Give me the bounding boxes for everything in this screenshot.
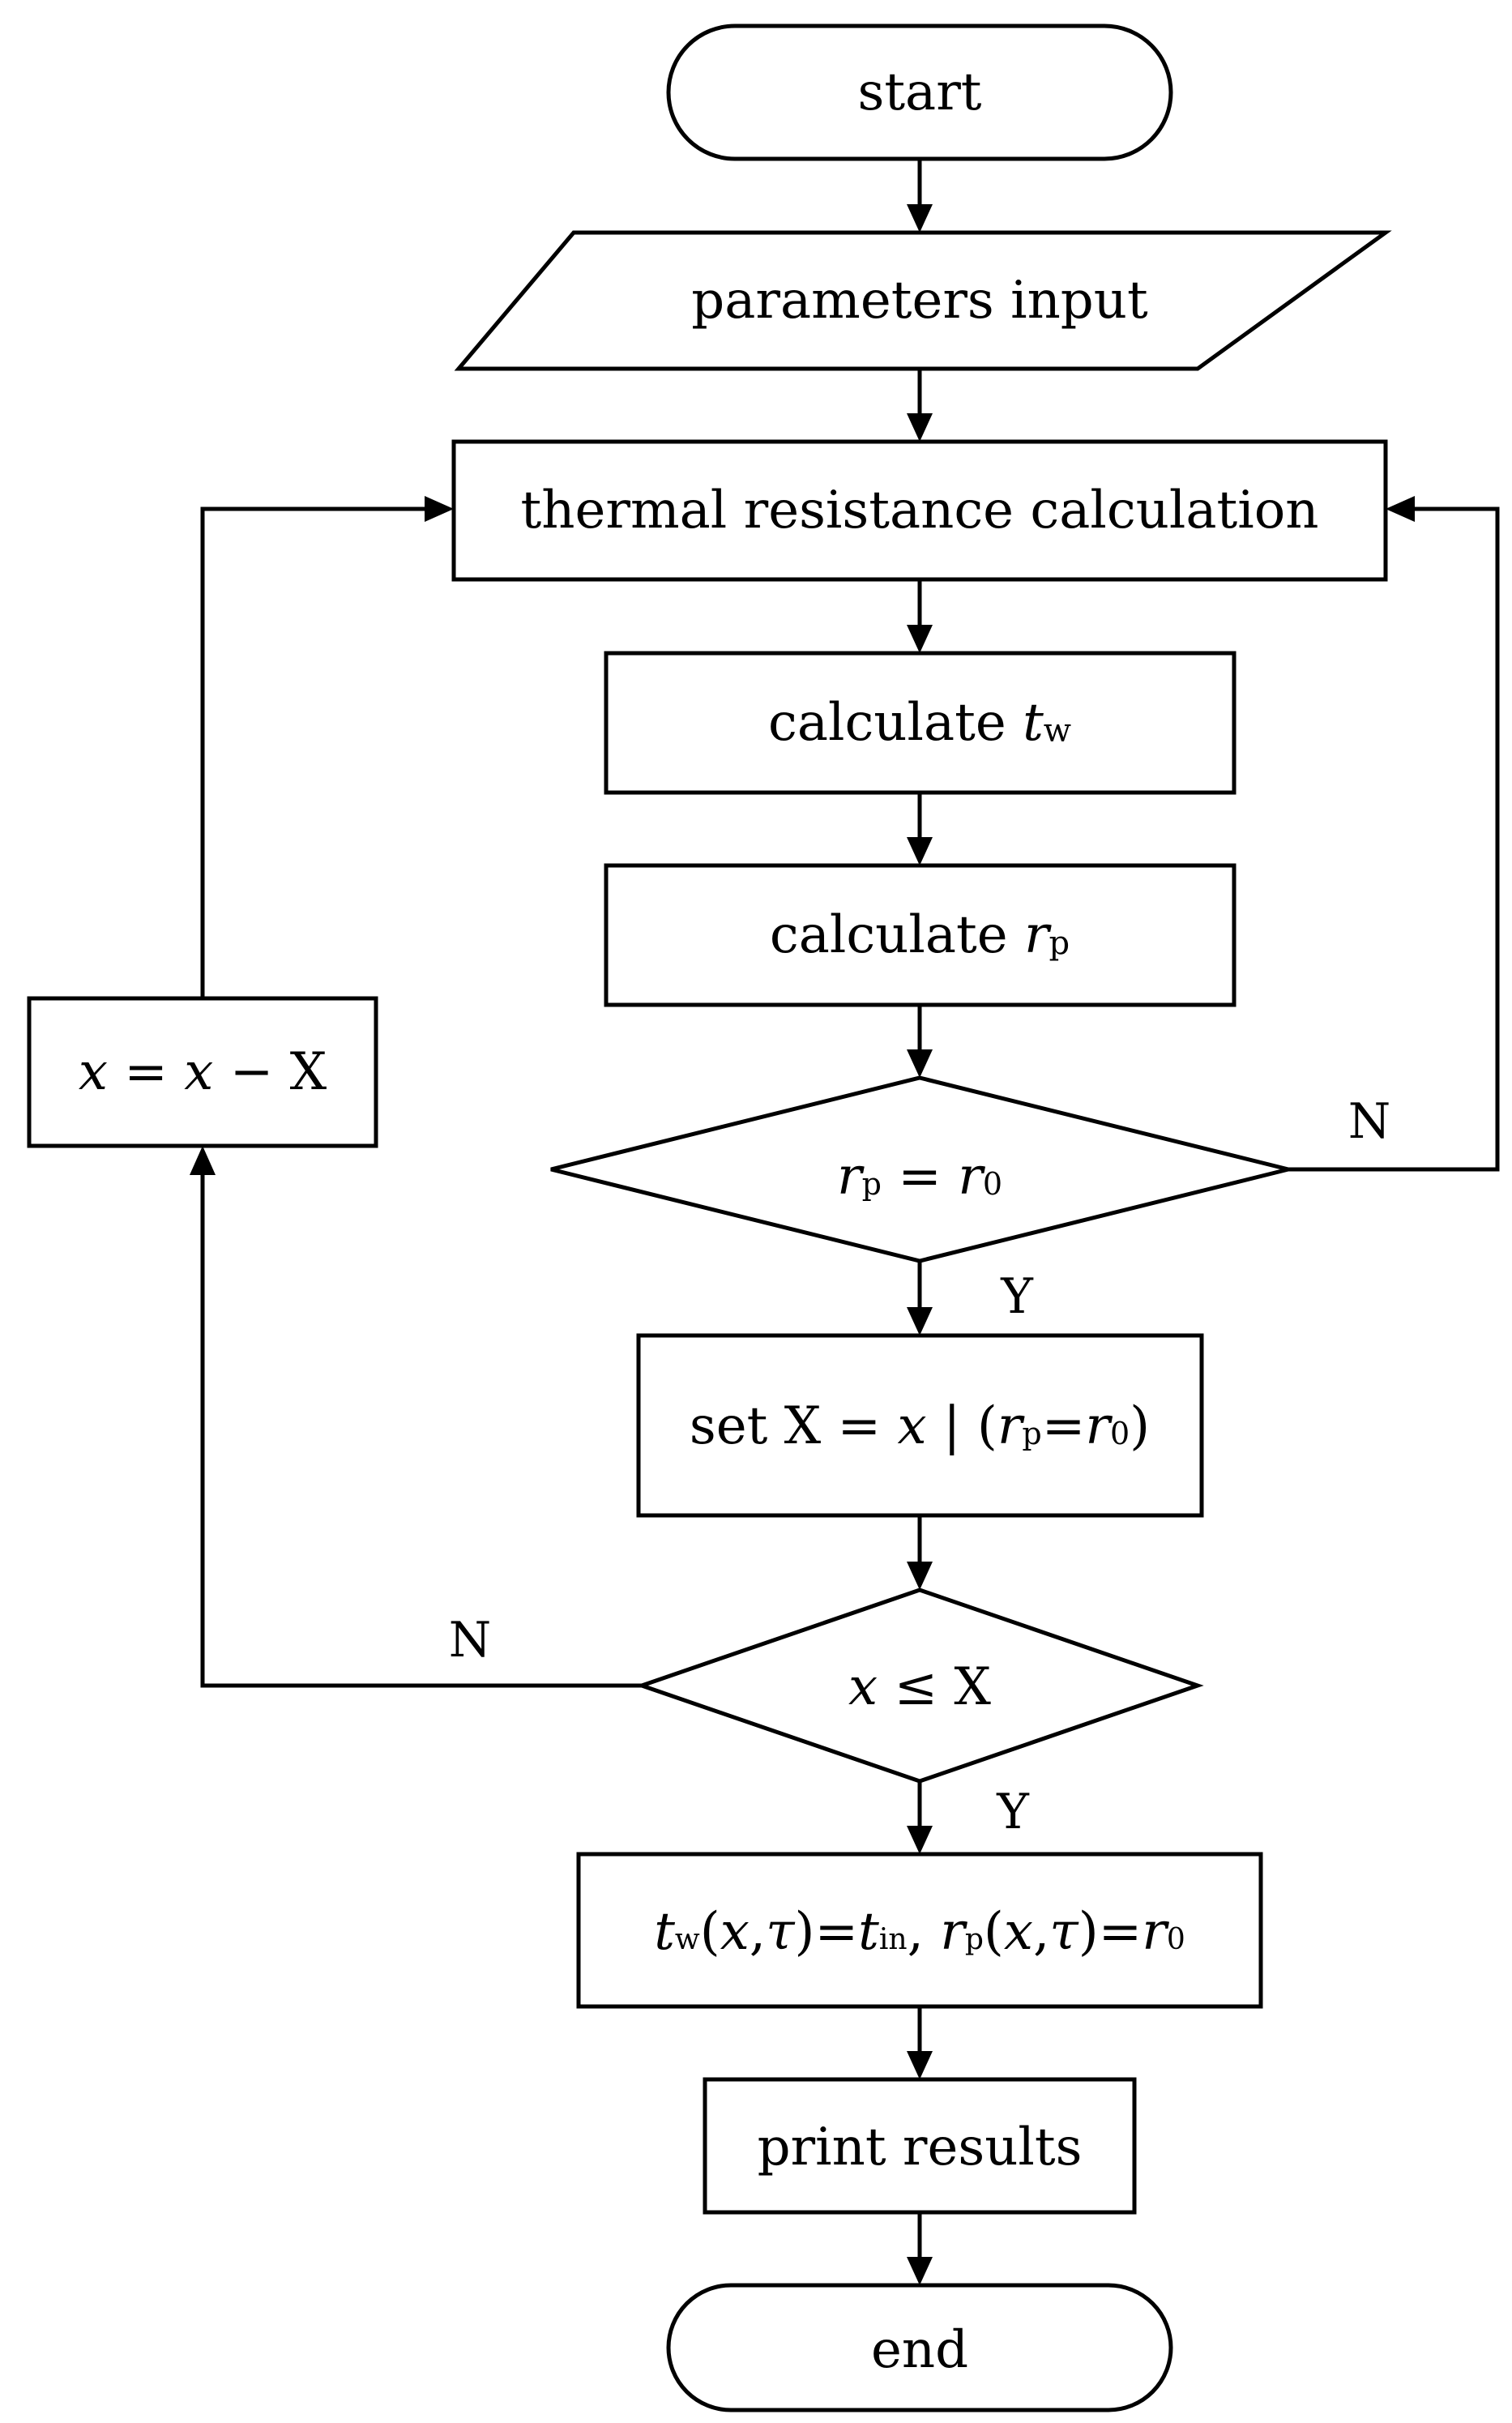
end-label: end bbox=[871, 2320, 968, 2380]
parameters-input-box bbox=[454, 230, 1392, 371]
calculate-rp-box bbox=[604, 863, 1237, 1007]
arrowhead bbox=[190, 1146, 216, 1175]
calculate-rp-label: calculate rp bbox=[770, 905, 1070, 965]
start-label: start bbox=[857, 62, 981, 122]
cond2-no-label: N bbox=[449, 1612, 492, 1669]
arrowhead bbox=[425, 496, 454, 522]
connector-cond1-no-loop bbox=[1288, 506, 1500, 1172]
set-x-label: set X = x | (rp=r0) bbox=[690, 1396, 1150, 1456]
arrowhead bbox=[907, 2257, 933, 2285]
thermal-resistance-label: thermal resistance calculation bbox=[521, 481, 1319, 541]
arrowhead bbox=[907, 1307, 933, 1335]
print-results-label: print results bbox=[758, 2117, 1083, 2177]
set-x-box bbox=[636, 1333, 1204, 1518]
cond1-no-label: N bbox=[1348, 1093, 1391, 1150]
connector-cond2-no bbox=[200, 1172, 642, 1688]
calculate-tw-label: calculate tw bbox=[768, 693, 1071, 753]
parameters-input-label: parameters input bbox=[691, 271, 1148, 331]
thermal-resistance-box bbox=[451, 439, 1388, 582]
cond2-yes-label: Y bbox=[996, 1784, 1030, 1840]
arrowhead bbox=[907, 837, 933, 865]
arrowhead bbox=[907, 2051, 933, 2079]
update-x-label: x = x − X bbox=[79, 1042, 327, 1102]
arrowhead bbox=[907, 204, 933, 233]
arrowhead bbox=[907, 625, 933, 653]
arrowhead bbox=[907, 413, 933, 442]
update-x-box bbox=[27, 996, 378, 1148]
arrowhead bbox=[1386, 496, 1415, 522]
arrowhead bbox=[907, 1826, 933, 1854]
rp-equals-r0-label: rp = r0 bbox=[837, 1147, 1002, 1207]
x-le-x-label: x ≤ X bbox=[848, 1657, 991, 1717]
assign-results-label: tw(x,τ)=tin, rp(x,τ)=r0 bbox=[654, 1902, 1185, 1962]
connector-update-thermal bbox=[200, 506, 428, 998]
calculate-tw-box bbox=[604, 651, 1237, 795]
cond1-yes-label: Y bbox=[1000, 1268, 1034, 1325]
arrowhead bbox=[907, 1049, 933, 1078]
arrowhead bbox=[907, 1562, 933, 1590]
